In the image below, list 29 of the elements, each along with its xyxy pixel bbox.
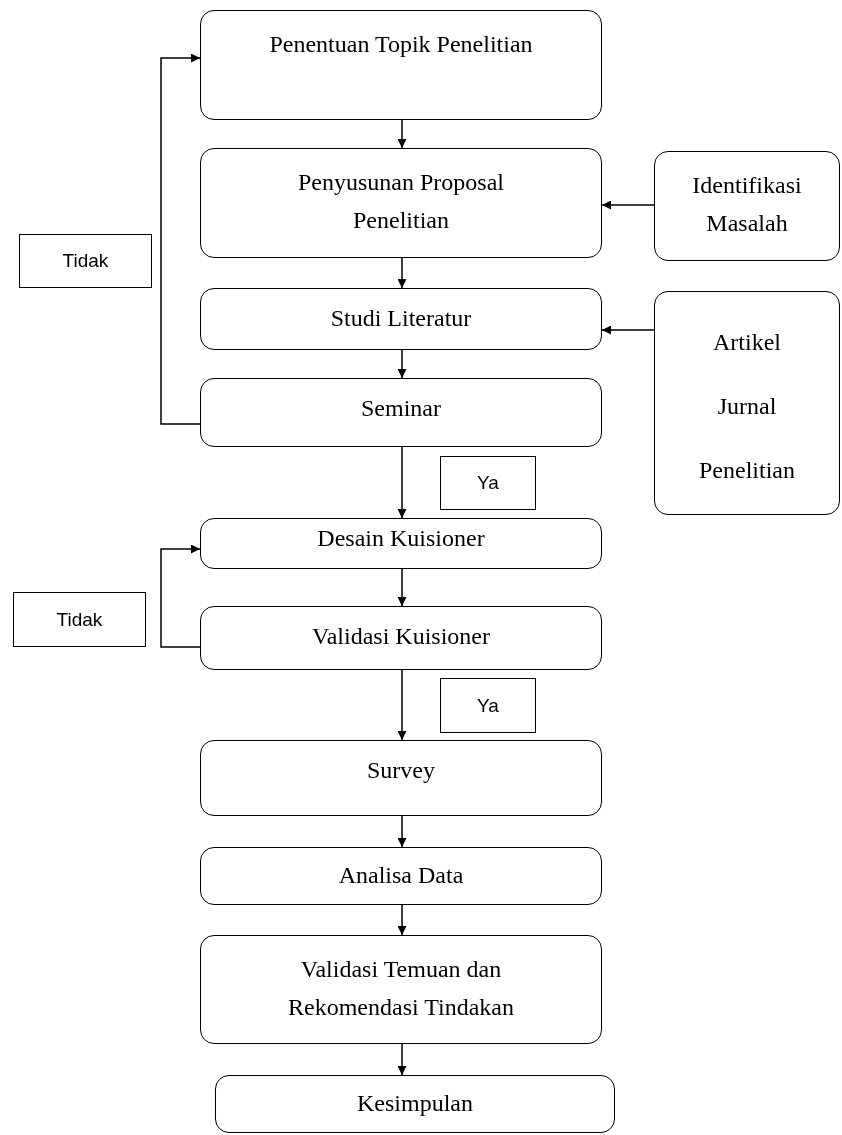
process-box: Kesimpulan: [215, 1075, 615, 1133]
arrow: [160, 53, 201, 425]
process-box: Seminar: [200, 378, 602, 447]
process-box: Desain Kuisioner: [200, 518, 602, 569]
arrow: [397, 446, 407, 519]
process-box: Artikel Jurnal Penelitian: [654, 291, 840, 515]
process-box: Survey: [200, 740, 602, 816]
process-box: Identifikasi Masalah: [654, 151, 840, 261]
decision-label-box: Ya: [440, 678, 536, 733]
process-box: Penentuan Topik Penelitian: [200, 10, 602, 120]
arrow: [397, 815, 407, 848]
arrow: [397, 1043, 407, 1076]
arrow: [397, 904, 407, 936]
process-box: Analisa Data: [200, 847, 602, 905]
arrow: [397, 257, 407, 289]
process-box: Studi Literatur: [200, 288, 602, 350]
arrow: [601, 325, 655, 335]
arrow: [160, 544, 201, 648]
arrow: [601, 200, 655, 210]
decision-label-box: Tidak: [13, 592, 146, 647]
process-box: Penyusunan Proposal Penelitian: [200, 148, 602, 258]
arrow: [397, 568, 407, 607]
decision-label-box: Ya: [440, 456, 536, 510]
arrow: [397, 349, 407, 379]
arrow: [397, 669, 407, 741]
process-box: Validasi Kuisioner: [200, 606, 602, 670]
decision-label-box: Tidak: [19, 234, 152, 288]
arrow: [397, 119, 407, 149]
process-box: Validasi Temuan dan Rekomendasi Tindakan: [200, 935, 602, 1044]
